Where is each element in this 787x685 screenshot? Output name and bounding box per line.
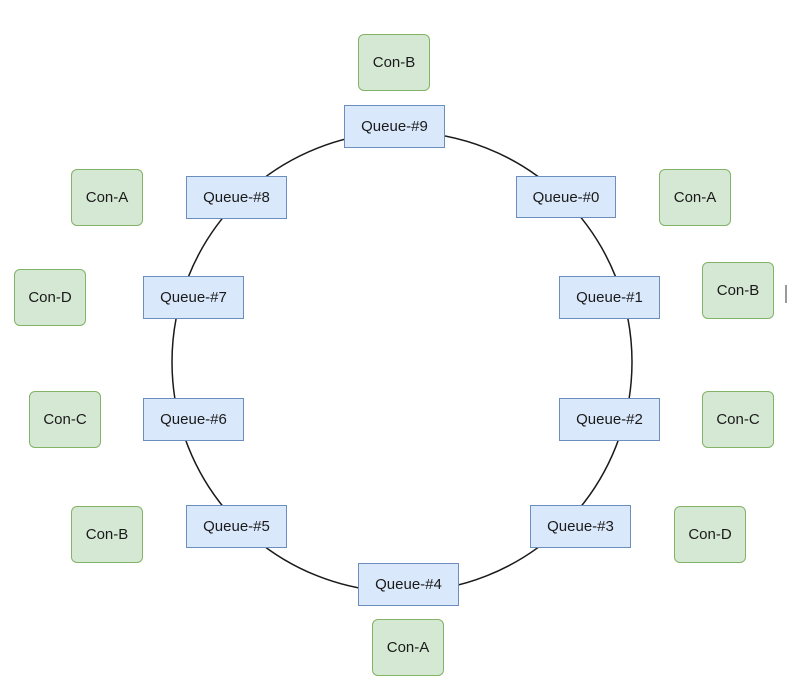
consumer-node-3[interactable]: Con-D (674, 506, 746, 563)
consumer-label: Con-D (28, 289, 72, 306)
consumer-label: Con-A (85, 189, 129, 206)
consumer-node-4[interactable]: Con-A (372, 619, 444, 676)
queue-node-5[interactable]: Queue-#5 (186, 505, 287, 548)
queue-label: Queue-#2 (576, 411, 643, 428)
queue-node-8[interactable]: Queue-#8 (186, 176, 287, 219)
consumer-label: Con-C (43, 411, 87, 428)
consumer-label: Con-D (688, 526, 732, 543)
queue-label: Queue-#6 (160, 411, 227, 428)
queue-node-2[interactable]: Queue-#2 (559, 398, 660, 441)
consumer-label: Con-A (673, 189, 717, 206)
consumer-node-7[interactable]: Con-D (14, 269, 86, 326)
consumer-label: Con-B (372, 54, 416, 71)
queue-node-1[interactable]: Queue-#1 (559, 276, 660, 319)
consumer-node-6[interactable]: Con-C (29, 391, 101, 448)
queue-label: Queue-#4 (375, 576, 442, 593)
consumer-label: Con-A (386, 639, 430, 656)
queue-node-7[interactable]: Queue-#7 (143, 276, 244, 319)
consumer-node-0[interactable]: Con-A (659, 169, 731, 226)
queue-node-9[interactable]: Queue-#9 (344, 105, 445, 148)
consumer-label: Con-B (85, 526, 129, 543)
queue-label: Queue-#0 (532, 188, 600, 206)
consumer-label: Con-B (716, 282, 760, 299)
queue-label: Queue-#9 (361, 118, 428, 135)
edge-divider (785, 285, 787, 303)
queue-node-0[interactable]: Queue-#0 (516, 176, 616, 218)
queue-node-6[interactable]: Queue-#6 (143, 398, 244, 441)
consumer-node-5[interactable]: Con-B (71, 506, 143, 563)
queue-label: Queue-#7 (160, 289, 227, 306)
queue-label: Queue-#1 (576, 289, 643, 306)
consumer-label: Con-C (716, 411, 760, 428)
queue-label: Queue-#8 (203, 189, 270, 206)
consumer-node-2[interactable]: Con-C (702, 391, 774, 448)
consumer-node-9[interactable]: Con-B (358, 34, 430, 91)
queue-node-4[interactable]: Queue-#4 (358, 563, 459, 606)
queue-node-3[interactable]: Queue-#3 (530, 505, 631, 548)
queue-label: Queue-#5 (203, 518, 270, 535)
consumer-node-8[interactable]: Con-A (71, 169, 143, 226)
queue-label: Queue-#3 (547, 518, 614, 535)
consumer-node-1[interactable]: Con-B (702, 262, 774, 319)
